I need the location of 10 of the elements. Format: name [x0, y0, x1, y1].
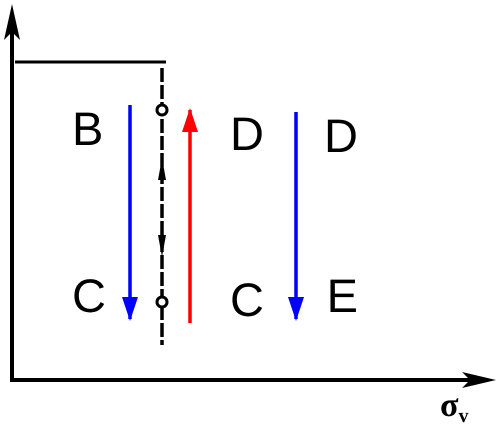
- arrow: [288, 112, 304, 321]
- point-label: B: [72, 105, 104, 152]
- point-label: C: [230, 276, 264, 323]
- point-label: D: [324, 112, 358, 159]
- axis-label: σ$_{v}$: [440, 388, 468, 429]
- arrow: [122, 105, 138, 321]
- point-label: D: [230, 110, 264, 157]
- point-label: C: [72, 272, 106, 319]
- point-label: E: [326, 272, 358, 319]
- arrow: [182, 108, 198, 323]
